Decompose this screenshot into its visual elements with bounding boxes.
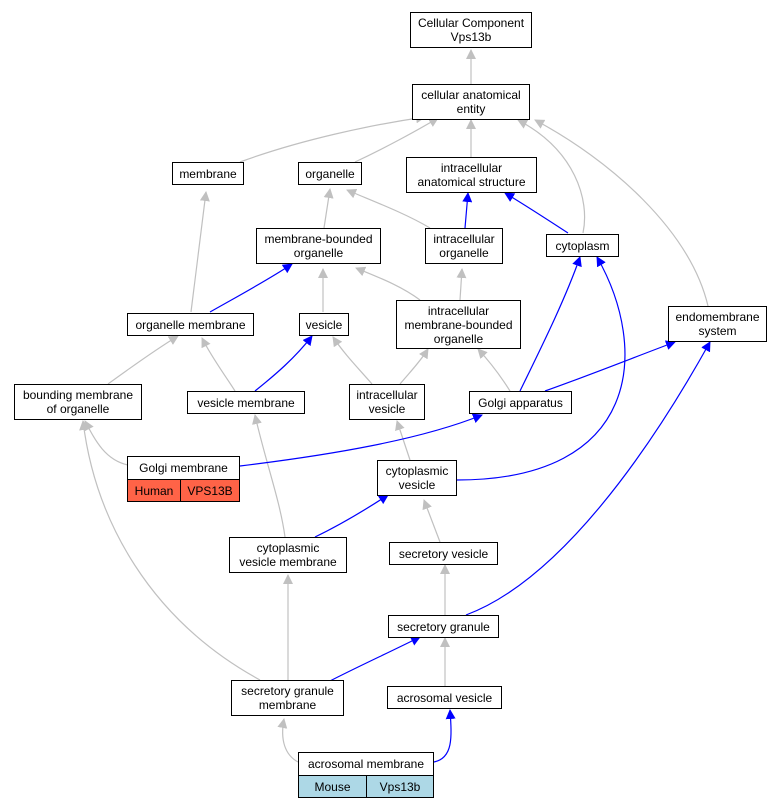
node-membrane-bounded-organelle[interactable]: membrane-bounded organelle <box>256 228 381 264</box>
edge-acromem-to-av <box>433 709 456 763</box>
node-intracellular-organelle[interactable]: intracellular organelle <box>425 228 503 264</box>
edge-sg-to-endomembrane <box>465 341 711 616</box>
edge-orgmem-to-mbo <box>209 263 293 313</box>
node-organelle-membrane[interactable]: organelle membrane <box>127 313 254 336</box>
edge-sv-to-cv <box>422 499 441 543</box>
node-acrosomal-membrane[interactable]: acrosomal membrane Mouse Vps13b <box>298 752 434 798</box>
node-vesicle[interactable]: vesicle <box>299 313 349 336</box>
node-endomembrane-system[interactable]: endomembrane system <box>668 306 767 342</box>
node-cellular-component-root[interactable]: Cellular Component Vps13b <box>410 12 532 48</box>
node-cytoplasmic-vesicle[interactable]: cytoplasmic vesicle <box>377 460 457 496</box>
node-golgi-apparatus[interactable]: Golgi apparatus <box>469 391 572 414</box>
node-secretory-vesicle[interactable]: secretory vesicle <box>389 542 498 565</box>
edge-cv-to-cytoplasm <box>456 256 626 481</box>
acrosomal-membrane-species: Mouse <box>298 775 367 798</box>
edge-membrane-to-cae <box>239 113 426 163</box>
node-cellular-anatomical-entity[interactable]: cellular anatomical entity <box>412 84 530 120</box>
node-golgi-membrane[interactable]: Golgi membrane Human VPS13B <box>127 456 240 502</box>
edge-cvm-to-vesmem <box>252 414 286 538</box>
edge-iv-to-imbo <box>399 348 429 385</box>
edge-orgmem-to-membrane <box>190 191 210 313</box>
golgi-membrane-gene: VPS13B <box>180 479 240 502</box>
edge-golgi-to-cytoplasm <box>519 256 582 392</box>
node-membrane[interactable]: membrane <box>172 162 244 185</box>
edge-golgi-to-imbo <box>477 348 511 392</box>
edge-golgi-to-endomembrane <box>544 340 676 392</box>
edge-cytoplasm-to-cae <box>517 119 586 234</box>
node-organelle[interactable]: organelle <box>298 162 362 185</box>
edge-golgimem-to-bmo <box>84 420 129 466</box>
node-intracellular-membrane-bounded-organelle[interactable]: intracellular membrane-bounded organelle <box>396 300 521 349</box>
edge-cvm-to-cv <box>314 494 389 538</box>
edge-endomembrane-to-cae <box>534 119 709 307</box>
edge-sgm-to-sg <box>327 636 421 683</box>
acrosomal-membrane-label: acrosomal membrane <box>298 752 434 776</box>
edge-cv-to-iv <box>395 420 411 461</box>
edge-cytoplasm-to-ias <box>504 192 569 234</box>
golgi-membrane-species: Human <box>127 479 181 502</box>
edge-io-to-organelle <box>346 189 431 229</box>
edge-golgimem-to-golgi <box>239 413 483 467</box>
acrosomal-membrane-gene: Vps13b <box>366 775 434 798</box>
node-intracellular-vesicle[interactable]: intracellular vesicle <box>349 384 425 420</box>
edge-io-to-ias <box>462 192 473 229</box>
edge-organelle-to-cae <box>354 117 439 163</box>
edge-sgm-to-bmo <box>79 420 261 681</box>
node-acrosomal-vesicle[interactable]: acrosomal vesicle <box>387 686 502 709</box>
edge-bmo-to-orgmem <box>107 335 179 385</box>
edge-imbo-to-mbo <box>355 266 421 301</box>
edge-acromem-to-sgm <box>277 718 299 763</box>
golgi-membrane-label: Golgi membrane <box>127 456 240 480</box>
edge-imbo-to-io <box>456 268 467 301</box>
node-cytoplasm[interactable]: cytoplasm <box>546 234 619 257</box>
edge-vesmem-to-orgmem <box>201 337 236 392</box>
node-secretory-granule-membrane[interactable]: secretory granule membrane <box>231 680 344 716</box>
node-bounding-membrane-of-organelle[interactable]: bounding membrane of organelle <box>14 384 142 420</box>
edge-iv-to-vesicle <box>332 336 373 385</box>
edge-mbo-to-organelle <box>323 188 334 229</box>
edge-vesmem-to-vesicle <box>254 335 313 392</box>
node-cytoplasmic-vesicle-membrane[interactable]: cytoplasmic vesicle membrane <box>229 537 347 573</box>
node-intracellular-anatomical-structure[interactable]: intracellular anatomical structure <box>406 157 537 193</box>
node-secretory-granule[interactable]: secretory granule <box>388 615 499 638</box>
node-vesicle-membrane[interactable]: vesicle membrane <box>187 391 305 414</box>
